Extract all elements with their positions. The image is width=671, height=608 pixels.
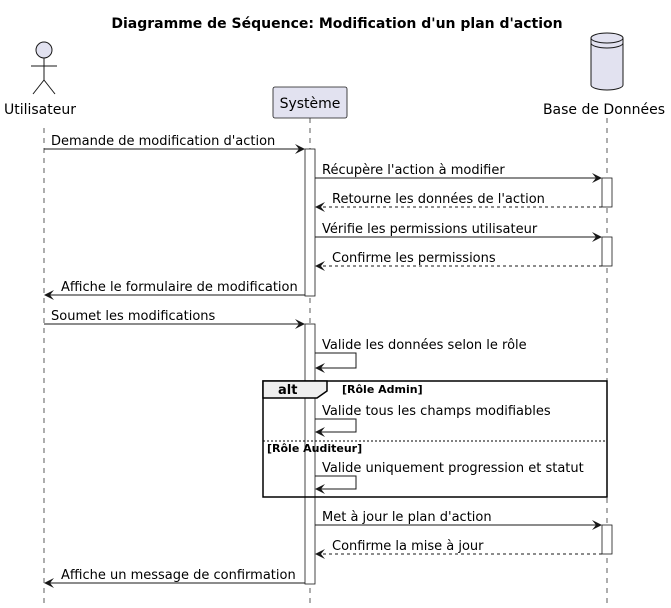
actor-user: Utilisateur	[4, 41, 76, 118]
message: Met à jour le plan d'action	[315, 510, 602, 530]
alt-frame-border	[262, 380, 608, 498]
alt-guard-auditor: [Rôle Auditeur]	[267, 442, 362, 455]
participant-system: Système	[272, 86, 348, 119]
message-label: Valide uniquement progression et statut	[322, 461, 584, 476]
message-label: Soumet les modifications	[51, 309, 216, 324]
activation-db-2	[601, 236, 613, 267]
self-message: Valide tous les champs modifiables	[315, 404, 551, 437]
message-label: Valide les données selon le rôle	[322, 338, 527, 353]
activation-system-main	[304, 148, 316, 297]
message-label: Met à jour le plan d'action	[322, 510, 492, 525]
activation-db-3	[601, 524, 613, 555]
activation-db-1	[601, 177, 613, 208]
alt-frame-header	[262, 380, 328, 399]
self-message: Valide uniquement progression et statut	[315, 461, 584, 494]
actor-user-label: Utilisateur	[4, 102, 76, 118]
self-message: Valide les données selon le rôle	[315, 338, 527, 373]
message: Récupère l'action à modifier	[315, 163, 602, 183]
message: Retourne les données de l'action	[315, 192, 602, 212]
message: Soumet les modifications	[44, 309, 305, 329]
message-label: Retourne les données de l'action	[332, 192, 545, 207]
message-label: Confirme les permissions	[332, 251, 496, 266]
message: Confirme la mise à jour	[315, 539, 602, 559]
message-label: Confirme la mise à jour	[332, 539, 484, 554]
participant-system-label: Système	[280, 96, 341, 112]
alt-keyword: alt	[278, 383, 297, 398]
message: Demande de modification d'action	[44, 134, 305, 154]
message-label: Récupère l'action à modifier	[322, 163, 505, 178]
alt-frame: alt [Rôle Admin] [Rôle Auditeur]	[262, 380, 608, 498]
participant-db-label: Base de Données	[543, 102, 665, 118]
activation-system-second	[304, 323, 316, 585]
message: Affiche le formulaire de modification	[44, 280, 305, 300]
stick-figure-icon	[31, 41, 57, 95]
message-label: Affiche un message de confirmation	[61, 568, 296, 583]
database-icon	[590, 32, 624, 91]
message: Vérifie les permissions utilisateur	[315, 222, 602, 242]
diagram-title: Diagramme de Séquence: Modification d'un…	[111, 16, 562, 32]
message: Affiche un message de confirmation	[44, 568, 305, 588]
participant-system-box	[272, 86, 348, 119]
message-label: Valide tous les champs modifiables	[322, 404, 551, 419]
message-label: Vérifie les permissions utilisateur	[322, 222, 538, 237]
participant-db: Base de Données	[543, 32, 665, 118]
message: Confirme les permissions	[315, 251, 602, 271]
message-label: Demande de modification d'action	[51, 134, 275, 149]
message-label: Affiche le formulaire de modification	[61, 280, 298, 295]
alt-guard-admin: [Rôle Admin]	[342, 383, 423, 396]
